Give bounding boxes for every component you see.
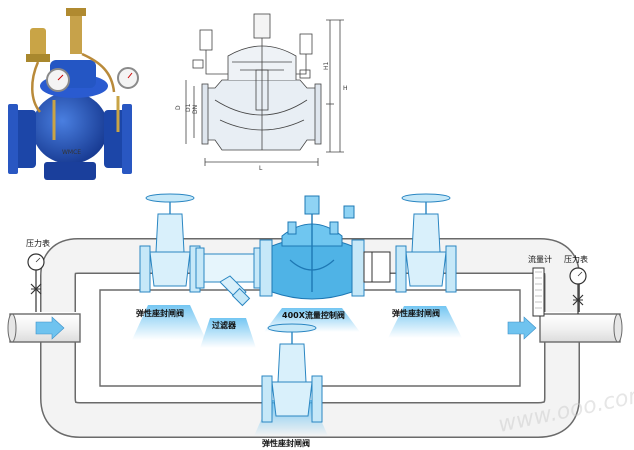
gate-valve-right-label: 弹性座封闸阀 [392, 308, 440, 318]
dim-d: D [175, 105, 182, 110]
dim-h1: H1 [323, 61, 330, 70]
valve-cross-section-drawing [185, 13, 344, 166]
flow-meter-label: 流量计 [528, 254, 552, 264]
pressure-gauge-right: 压力表 [564, 254, 588, 314]
inlet-flow-arrow [35, 316, 65, 340]
filter-label: 过滤器 [212, 320, 237, 330]
dim-l: L [259, 165, 263, 172]
pressure-gauge-left: 压力表 [26, 238, 50, 312]
dim-d1: D1 [185, 103, 192, 112]
gate-valve-bottom: 弹性座封闸阀 [254, 323, 328, 448]
outlet-flow-arrow [507, 316, 537, 340]
pressure-gauge-right-label: 压力表 [564, 254, 588, 264]
gate-valve-right: 弹性座封闸阀 [388, 193, 462, 338]
dim-dn: DN [192, 105, 199, 114]
pressure-gauge-left-label: 压力表 [26, 238, 50, 248]
gate-valve-left: 弹性座封闸阀 [132, 193, 206, 340]
control-valve-label: 400X流量控制阀 [282, 310, 345, 320]
gate-valve-bottom-label: 弹性座封闸阀 [262, 438, 310, 448]
dim-h: H [343, 85, 348, 92]
valve-product-photo: WMCE [8, 8, 139, 180]
flow-meter: 流量计 [528, 254, 552, 317]
svg-text:WMCE: WMCE [62, 149, 81, 156]
gate-valve-left-label: 弹性座封闸阀 [136, 308, 184, 318]
filter: 过滤器 [195, 247, 263, 348]
dimension-labels: L H H1 D D1 DN [175, 61, 348, 172]
